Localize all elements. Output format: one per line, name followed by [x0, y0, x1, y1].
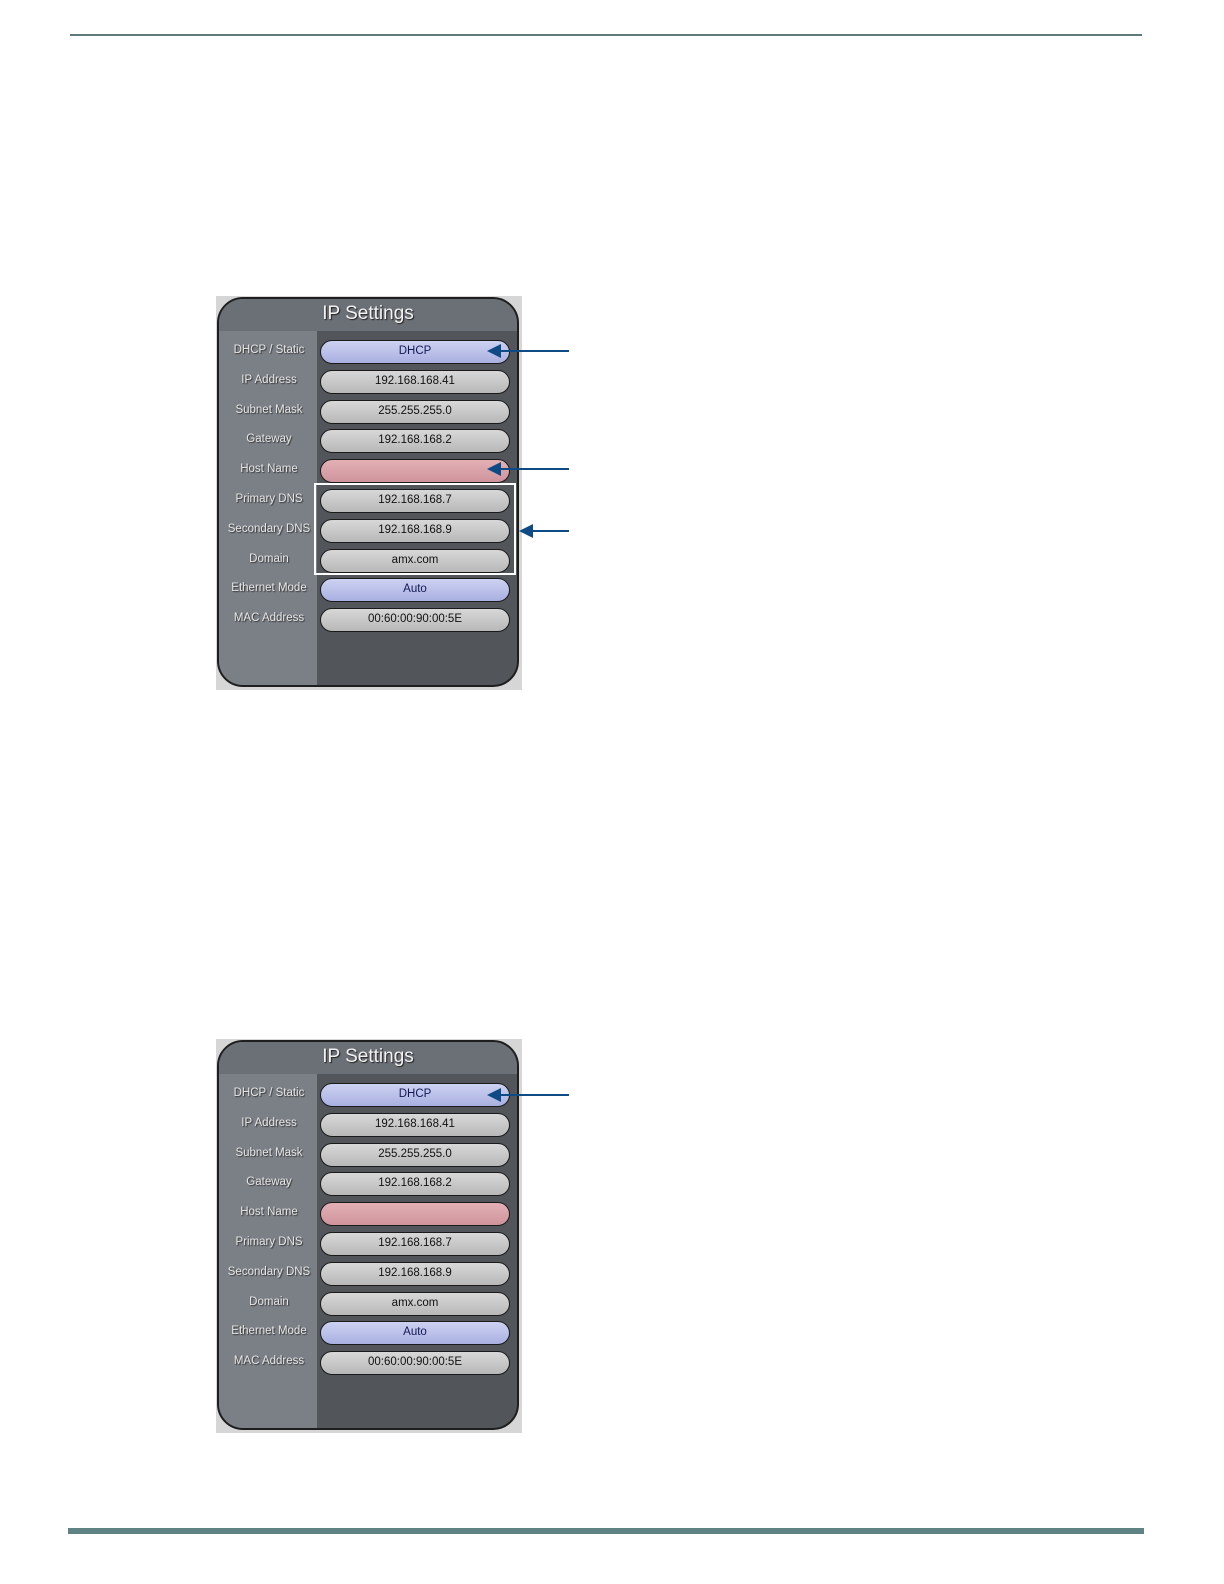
label-column — [219, 1042, 317, 1428]
footer-rule — [68, 1528, 1144, 1534]
row-ip-address: IP Address 192.168.168.41 — [219, 1112, 517, 1139]
host-name-label: Host Name — [240, 1206, 298, 1219]
callout-arrow-dns-group — [519, 524, 569, 538]
primary-dns-field[interactable]: 192.168.168.7 — [320, 489, 510, 513]
secondary-dns-field[interactable]: 192.168.168.9 — [320, 1261, 510, 1286]
row-subnet-mask: Subnet Mask 255.255.255.0 — [219, 1142, 517, 1169]
row-ethernet-mode: Ethernet Mode Auto — [219, 578, 517, 604]
dns-group-highlight — [314, 483, 516, 575]
domain-field[interactable]: amx.com — [320, 1291, 510, 1316]
callout-arrow-dhcp-2 — [487, 1088, 569, 1102]
row-mac-address: MAC Address 00:60:00:90:00:5E — [219, 1351, 517, 1377]
dhcp-static-label: DHCP / Static — [233, 1087, 305, 1099]
dhcp-static-field[interactable]: DHCP — [320, 1083, 510, 1107]
ip-settings-panel: IP Settings DHCP / Static DHCP IP Address 1… — [217, 1040, 519, 1430]
subnet-mask-label: Subnet Mask — [235, 403, 303, 416]
row-dhcp-static: DHCP / Static DHCP — [219, 1083, 517, 1109]
ip-address-label: IP Address — [241, 1116, 297, 1129]
ip-address-field[interactable]: 192.168.168.41 — [320, 369, 510, 394]
title-bar — [219, 299, 517, 331]
callout-arrow-dhcp — [487, 344, 569, 358]
primary-dns-label: Primary DNS — [235, 493, 303, 505]
ip-settings-figure-2: IP Settings DHCP / Static DHCP IP Address 1… — [216, 1039, 522, 1433]
gateway-field[interactable]: 192.168.168.2 — [320, 1172, 510, 1197]
ip-address-field[interactable]: 192.168.168.41 — [320, 1112, 510, 1137]
mac-address-field[interactable]: 00:60:00:90:00:5E — [320, 1351, 510, 1376]
mac-address-label: MAC Address — [233, 612, 305, 625]
domain-label: Domain — [249, 552, 289, 565]
header-rule — [70, 34, 1142, 36]
row-domain: Domain amx.com — [219, 548, 517, 575]
subnet-mask-field[interactable]: 255.255.255.0 — [320, 1142, 510, 1167]
host-name-field[interactable] — [320, 1202, 510, 1227]
ip-settings-panel: IP Settings DHCP / Static DHCP IP Address 1… — [217, 297, 519, 687]
primary-dns-field[interactable]: 192.168.168.7 — [320, 1232, 510, 1256]
ip-address-label: IP Address — [241, 373, 297, 386]
ethernet-mode-label: Ethernet Mode — [231, 1325, 307, 1338]
host-name-field[interactable] — [320, 459, 510, 484]
row-primary-dns: Primary DNS 192.168.168.7 — [219, 489, 517, 515]
panel-title: IP Settings — [322, 303, 414, 324]
dhcp-static-label: DHCP / Static — [233, 344, 305, 356]
callout-arrow-host-name — [487, 462, 569, 476]
ethernet-mode-label: Ethernet Mode — [231, 582, 307, 595]
mac-address-label: MAC Address — [233, 1355, 305, 1368]
domain-field[interactable]: amx.com — [320, 548, 510, 573]
row-primary-dns: Primary DNS 192.168.168.7 — [219, 1232, 517, 1258]
gateway-label: Gateway — [246, 433, 292, 446]
subnet-mask-field[interactable]: 255.255.255.0 — [320, 399, 510, 424]
host-name-label: Host Name — [240, 463, 298, 476]
row-ip-address: IP Address 192.168.168.41 — [219, 369, 517, 396]
row-subnet-mask: Subnet Mask 255.255.255.0 — [219, 399, 517, 426]
subnet-mask-label: Subnet Mask — [235, 1146, 303, 1159]
secondary-dns-label: Secondary DNS — [227, 1265, 311, 1278]
title-bar — [219, 1042, 517, 1074]
row-ethernet-mode: Ethernet Mode Auto — [219, 1321, 517, 1347]
row-host-name: Host Name — [219, 459, 517, 485]
mac-address-field[interactable]: 00:60:00:90:00:5E — [320, 608, 510, 633]
row-dhcp-static: DHCP / Static DHCP — [219, 340, 517, 366]
row-domain: Domain amx.com — [219, 1291, 517, 1318]
row-secondary-dns: Secondary DNS 192.168.168.9 — [219, 518, 517, 545]
ethernet-mode-field[interactable]: Auto — [320, 578, 510, 603]
secondary-dns-field[interactable]: 192.168.168.9 — [320, 518, 510, 543]
row-gateway: Gateway 192.168.168.2 — [219, 1172, 517, 1198]
domain-label: Domain — [249, 1295, 289, 1308]
ethernet-mode-field[interactable]: Auto — [320, 1321, 510, 1346]
gateway-field[interactable]: 192.168.168.2 — [320, 429, 510, 454]
secondary-dns-label: Secondary DNS — [227, 522, 311, 535]
gateway-label: Gateway — [246, 1176, 292, 1189]
row-secondary-dns: Secondary DNS 192.168.168.9 — [219, 1261, 517, 1288]
ip-settings-figure-1: IP Settings DHCP / Static DHCP IP Address 1… — [216, 296, 522, 690]
row-gateway: Gateway 192.168.168.2 — [219, 429, 517, 455]
dhcp-static-field[interactable]: DHCP — [320, 340, 510, 364]
panel-title: IP Settings — [322, 1046, 414, 1067]
row-host-name: Host Name — [219, 1202, 517, 1228]
label-column — [219, 299, 317, 685]
row-mac-address: MAC Address 00:60:00:90:00:5E — [219, 608, 517, 634]
primary-dns-label: Primary DNS — [235, 1236, 303, 1248]
